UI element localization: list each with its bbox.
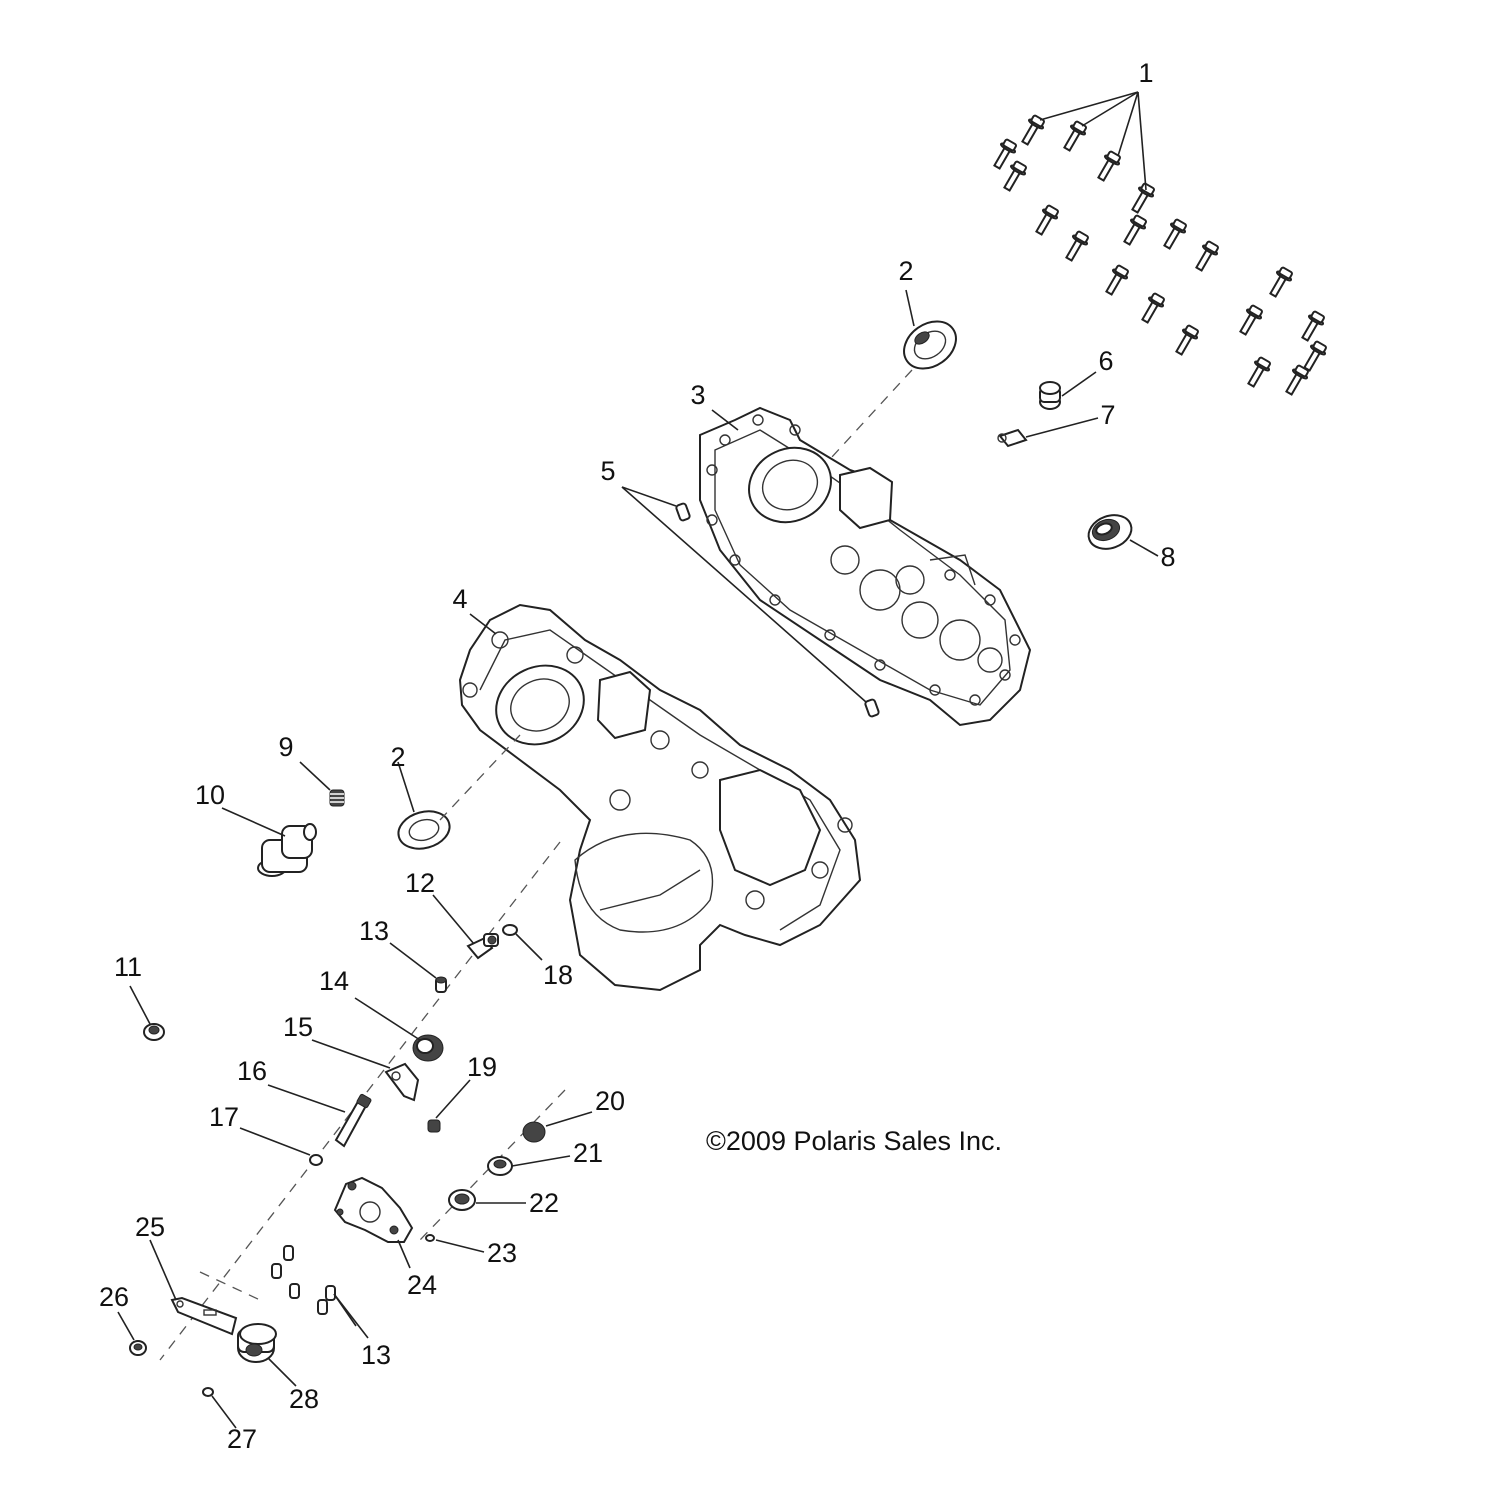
crankcase-half-outer[interactable] — [699, 406, 1032, 727]
bolt[interactable] — [1192, 240, 1220, 273]
pin-23[interactable] — [425, 1234, 435, 1242]
callout-7: 7 — [1100, 400, 1115, 430]
gear-20[interactable] — [522, 1121, 546, 1143]
callout-3: 3 — [690, 380, 705, 410]
bolt-hole — [789, 424, 801, 436]
bolt-hole — [706, 514, 718, 526]
fitting-7[interactable] — [997, 428, 1028, 448]
gear-14[interactable] — [412, 1034, 444, 1062]
spring-19[interactable] — [427, 1119, 441, 1133]
bolt[interactable] — [1018, 114, 1046, 147]
bolt[interactable] — [1266, 266, 1294, 299]
bolts-13-lower[interactable] — [271, 1245, 336, 1315]
callout-16: 16 — [237, 1056, 267, 1086]
bolt-hole — [769, 594, 781, 606]
callout-26: 26 — [99, 1282, 129, 1312]
bolt[interactable] — [1138, 292, 1166, 325]
callout-27: 27 — [227, 1424, 257, 1454]
callout-18: 18 — [543, 960, 573, 990]
bolt[interactable] — [1298, 310, 1326, 343]
callout-21: 21 — [573, 1138, 603, 1168]
callout-13-lower: 13 — [361, 1340, 391, 1370]
callout-15: 15 — [283, 1012, 313, 1042]
bolt-hole — [752, 414, 764, 426]
filter-10[interactable] — [257, 823, 317, 877]
bolt-hole — [969, 694, 981, 706]
callout-24: 24 — [407, 1270, 437, 1300]
bolt-leaders — [1039, 91, 1147, 191]
callout-20: 20 — [595, 1086, 625, 1116]
bolt-hole — [1009, 634, 1021, 646]
pump-cover-24[interactable] — [333, 1176, 414, 1243]
callout-17: 17 — [209, 1102, 239, 1132]
pulley-28[interactable] — [237, 1323, 277, 1363]
plate-15[interactable] — [384, 1062, 420, 1102]
seal-lower[interactable] — [394, 806, 454, 854]
callout-22: 22 — [529, 1188, 559, 1218]
bolt[interactable] — [1128, 182, 1156, 215]
shaft-16[interactable] — [334, 1093, 372, 1148]
bolt[interactable] — [1160, 218, 1188, 251]
seal-upper[interactable] — [895, 312, 965, 379]
bolt-13-upper[interactable] — [435, 976, 447, 993]
bolt[interactable] — [1060, 120, 1088, 153]
bolt-hole — [874, 659, 886, 671]
plug-6[interactable] — [1039, 381, 1061, 410]
callout-19: 19 — [467, 1052, 497, 1082]
bolt-hole — [984, 594, 996, 606]
copyright-notice: ©2009 Polaris Sales Inc. — [706, 1126, 1003, 1156]
bolt[interactable] — [1120, 214, 1148, 247]
fitting-12[interactable] — [466, 933, 499, 960]
callout-25: 25 — [135, 1212, 165, 1242]
bolt[interactable] — [1236, 304, 1264, 337]
bolt[interactable] — [1062, 230, 1090, 263]
bolt-hole — [999, 669, 1011, 681]
bolt-hole — [929, 684, 941, 696]
rotor-22[interactable] — [448, 1189, 476, 1211]
bolt-set[interactable] — [990, 114, 1328, 397]
spring-9[interactable] — [329, 789, 345, 807]
callout-14: 14 — [319, 966, 349, 996]
bolt[interactable] — [1244, 356, 1272, 389]
clip-27[interactable] — [202, 1387, 214, 1397]
nut-11[interactable] — [143, 1023, 165, 1041]
bolt-hole — [729, 554, 741, 566]
bolt[interactable] — [1032, 204, 1060, 237]
callout-13-upper: 13 — [359, 916, 389, 946]
rotor-21[interactable] — [487, 1156, 513, 1176]
callout-12: 12 — [405, 868, 435, 898]
bolt-hole — [944, 569, 956, 581]
bolt[interactable] — [1282, 364, 1310, 397]
callout-9: 9 — [278, 732, 293, 762]
oring-18[interactable] — [502, 924, 518, 936]
callout-1: 1 — [1138, 58, 1153, 88]
callout-23: 23 — [487, 1238, 517, 1268]
bolt-hole — [706, 464, 718, 476]
bolt[interactable] — [990, 138, 1018, 171]
bolt-hole — [824, 629, 836, 641]
callout-11: 11 — [114, 952, 142, 982]
bolt[interactable] — [1000, 160, 1028, 193]
bolt-hole — [719, 434, 731, 446]
bolt[interactable] — [1102, 264, 1130, 297]
bolt[interactable] — [1094, 150, 1122, 183]
oring-17[interactable] — [309, 1154, 323, 1166]
callout-2-upper: 2 — [898, 256, 913, 286]
callout-10: 10 — [195, 780, 225, 810]
bracket-25[interactable] — [170, 1296, 238, 1336]
callout-8: 8 — [1160, 542, 1175, 572]
bearing-8[interactable] — [1084, 509, 1136, 554]
callout-28: 28 — [289, 1384, 319, 1414]
dowel-pins[interactable] — [675, 502, 880, 718]
crankcase-half-inner[interactable] — [458, 603, 862, 992]
callout-5: 5 — [600, 456, 615, 486]
nut-26[interactable] — [129, 1340, 147, 1356]
callout-6: 6 — [1098, 346, 1113, 376]
callout-2-lower: 2 — [390, 742, 405, 772]
callout-4: 4 — [452, 584, 467, 614]
bolt[interactable] — [1172, 324, 1200, 357]
callout-labels: 1 2 3 6 7 5 8 4 9 2 10 12 13 11 18 14 15… — [99, 58, 1176, 1454]
